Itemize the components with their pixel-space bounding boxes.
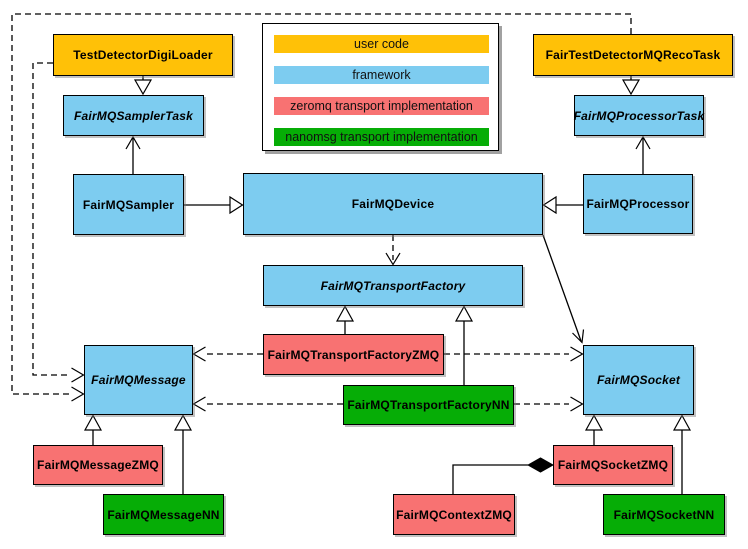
node-fair-test-detector-mqrecotask: FairTestDetectorMQRecoTask: [533, 34, 733, 76]
edge-messagezmq-message: [83, 414, 103, 445]
edge-sampler-samplertask: [125, 135, 141, 174]
node-label: FairMQTransportFactory: [320, 278, 466, 293]
node-fairmq-context-zmq: FairMQContextZMQ: [393, 494, 515, 535]
node-fairmq-transport-factory-zmq: FairMQTransportFactoryZMQ: [263, 334, 444, 375]
node-fairmq-socket-zmq: FairMQSocketZMQ: [553, 445, 673, 485]
node-fairmq-message-nn: FairMQMessageNN: [103, 494, 224, 535]
node-label: FairMQSamplerTask: [74, 108, 193, 123]
node-fairmq-socket-nn: FairMQSocketNN: [603, 494, 725, 535]
node-label: FairMQTransportFactoryZMQ: [267, 347, 440, 362]
edge-factorynn-factory: [454, 305, 474, 385]
edge-factoryzmq-socket: [444, 346, 584, 362]
edge-device-socket: [542, 234, 585, 344]
legend-item-zeromq: zeromq transport implementation: [274, 97, 489, 115]
legend-label: framework: [352, 68, 411, 82]
edge-device-transportfactory: [385, 235, 401, 266]
node-label: FairMQContextZMQ: [396, 507, 512, 522]
edge-messagenn-message: [173, 414, 193, 494]
node-label: FairMQSampler: [82, 197, 175, 212]
node-label: FairMQTransportFactoryNN: [347, 398, 510, 412]
edge-factoryzmq-factory: [335, 305, 355, 334]
edge-digiloader-message: [32, 62, 85, 383]
node-label: FairMQMessage: [91, 373, 186, 387]
legend-item-nanomsg: nanomsg transport implementation: [274, 128, 489, 146]
edge-recotask-processortask: [621, 76, 641, 96]
edge-factorynn-message: [192, 396, 343, 412]
edge-sampler-device: [184, 195, 244, 215]
edge-recotask-message: [11, 13, 632, 402]
node-fairmq-processor-task: FairMQProcessorTask: [574, 95, 704, 136]
node-fairmq-transport-factory: FairMQTransportFactory: [263, 265, 523, 306]
edge-socketzmq-socket: [584, 414, 604, 445]
legend: user code framework zeromq transport imp…: [262, 23, 499, 151]
edge-processor-processortask: [635, 135, 651, 174]
node-label: FairMQDevice: [351, 197, 435, 211]
edge-contextzmq-socketzmq: [452, 457, 555, 494]
node-fairmq-device: FairMQDevice: [243, 173, 543, 235]
node-label: FairMQSocketZMQ: [557, 458, 669, 472]
node-label: FairMQMessageNN: [107, 507, 220, 522]
node-fairmq-sampler-task: FairMQSamplerTask: [63, 95, 204, 136]
node-label: FairMQMessageZMQ: [37, 458, 159, 472]
legend-item-user-code: user code: [274, 35, 489, 53]
node-fairmq-sampler: FairMQSampler: [73, 174, 184, 235]
legend-label: nanomsg transport implementation: [285, 130, 478, 144]
node-label: FairMQSocketNN: [613, 507, 715, 522]
edge-factorynn-socket: [514, 396, 584, 412]
node-label: TestDetectorDigiLoader: [73, 48, 213, 62]
node-fairmq-transport-factory-nn: FairMQTransportFactoryNN: [343, 385, 514, 425]
node-label: FairMQProcessorTask: [573, 108, 705, 123]
node-label: FairTestDetectorMQRecoTask: [545, 48, 721, 62]
node-fairmq-message: FairMQMessage: [84, 345, 193, 415]
edge-processor-device: [542, 195, 583, 215]
node-fairmq-socket: FairMQSocket: [583, 345, 694, 415]
edge-factoryzmq-message: [192, 346, 263, 362]
node-fairmq-processor: FairMQProcessor: [583, 174, 693, 234]
node-label: FairMQSocket: [596, 373, 681, 387]
node-label: FairMQProcessor: [586, 197, 690, 211]
edge-socketnn-socket: [672, 414, 692, 494]
node-fairmq-message-zmq: FairMQMessageZMQ: [33, 445, 163, 485]
legend-label: zeromq transport implementation: [290, 99, 473, 113]
node-test-detector-digi-loader: TestDetectorDigiLoader: [53, 34, 233, 76]
legend-label: user code: [354, 37, 409, 51]
legend-item-framework: framework: [274, 66, 489, 84]
edge-digiloader-samplertask: [133, 76, 153, 96]
